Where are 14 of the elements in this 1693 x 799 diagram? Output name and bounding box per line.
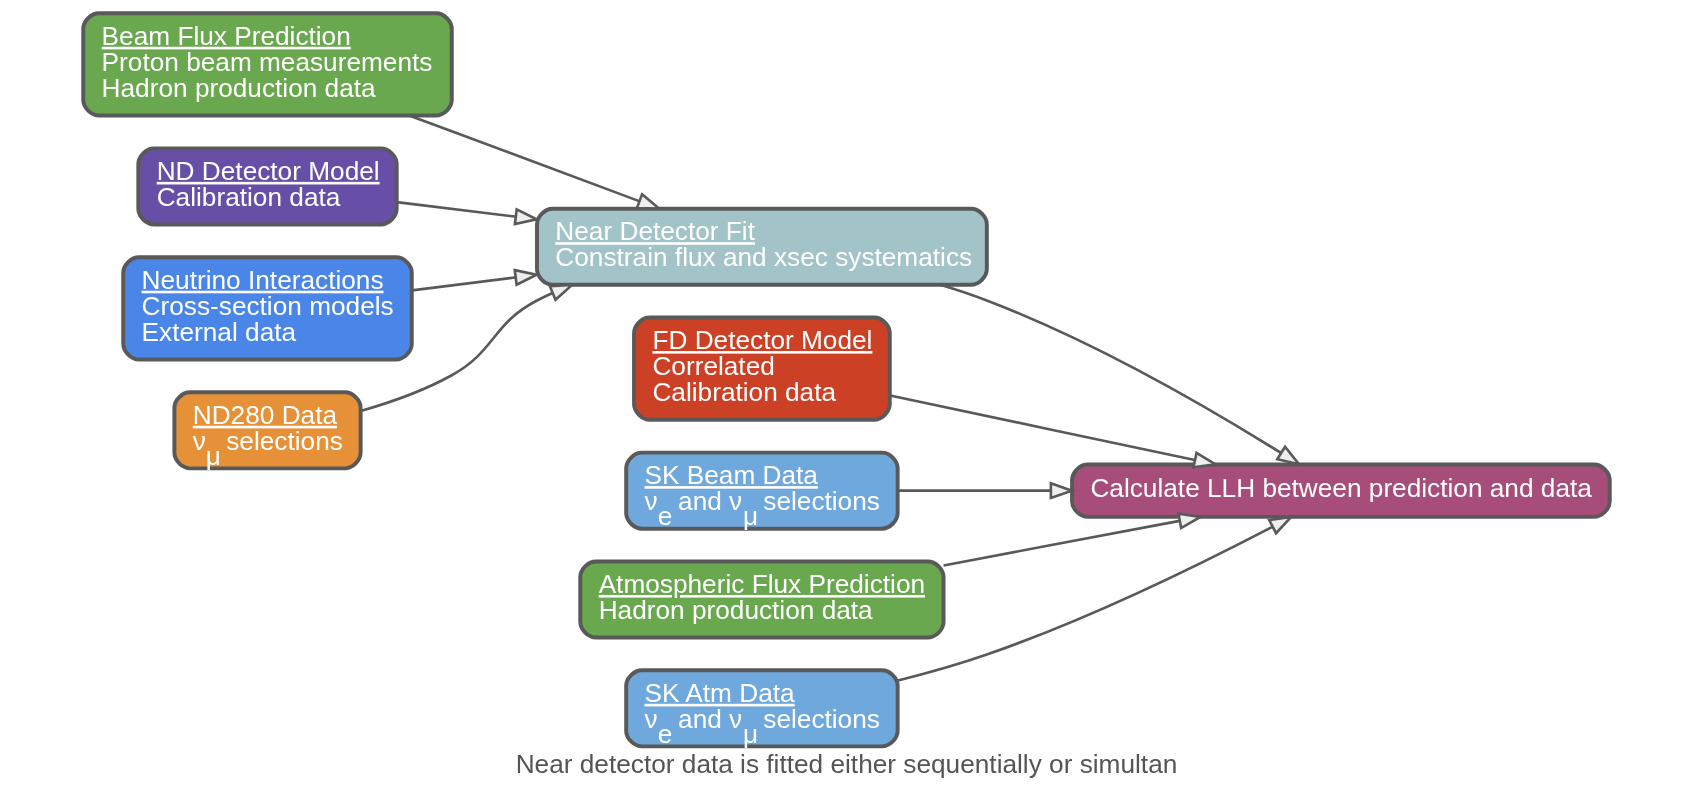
arrow: [939, 283, 1303, 467]
node-box: Near Detector Fit Constrain flux and xsec systematics: [535, 206, 989, 287]
arrow: [897, 515, 1295, 682]
node-box: Atmospheric Flux Prediction Hadron production data: [578, 559, 946, 640]
arrow: [411, 268, 541, 292]
node-box: Neutrino Interactions Cross-section models External data: [121, 255, 414, 362]
node-box: Calculate LLH between prediction and data: [1070, 462, 1612, 519]
node-box: FD Detector Model Correlated Calibration data: [632, 315, 892, 422]
node-box: ND Detector Model Calibration data: [136, 146, 399, 227]
arrow: [396, 200, 541, 226]
caption: Near detector data is fitted either sequentially or simultan: [515, 748, 1178, 779]
node-box: Beam Flux Prediction Proton beam measurements Hadron production data: [81, 11, 454, 118]
arrow: [898, 481, 1076, 500]
arrow: [360, 283, 576, 413]
